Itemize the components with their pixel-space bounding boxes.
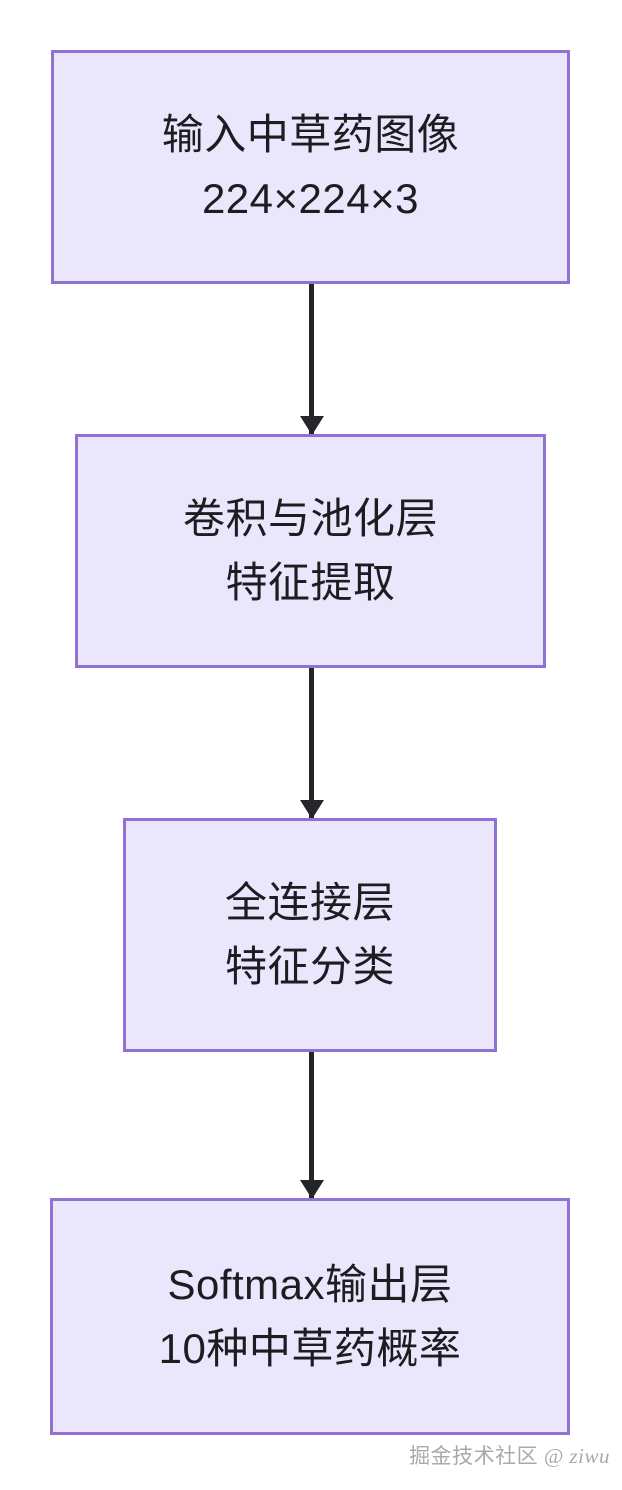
arrow-down-icon	[299, 416, 324, 435]
node-conv-pool-layer-line-1: 卷积与池化层	[182, 495, 438, 543]
edge-fc-to-softmax	[299, 1052, 324, 1199]
edge-input-to-conv	[299, 284, 324, 435]
node-conv-pool-layer[interactable]: 卷积与池化层 特征提取	[75, 434, 546, 668]
node-fully-connected-layer-line-1: 全连接层	[224, 879, 395, 927]
arrow-down-icon	[299, 1180, 324, 1199]
arrow-down-icon	[299, 800, 324, 819]
watermark-community: 掘金技术社区	[409, 1445, 539, 1468]
edge-conv-to-fc	[299, 668, 324, 819]
node-input-layer-line-1: 输入中草药图像	[161, 111, 460, 159]
node-input-layer[interactable]: 输入中草药图像 224×224×3	[51, 50, 570, 284]
node-softmax-output-layer-line-1: Softmax输出层	[167, 1260, 453, 1308]
node-input-layer-line-2: 224×224×3	[201, 175, 420, 222]
node-fully-connected-layer-line-2: 特征分类	[224, 943, 395, 990]
node-conv-pool-layer-line-2: 特征提取	[225, 559, 396, 606]
watermark-handle: @ ziwu	[543, 1444, 610, 1468]
node-fully-connected-layer[interactable]: 全连接层 特征分类	[123, 818, 497, 1052]
watermark: 掘金技术社区 @ ziwu	[409, 1440, 610, 1470]
node-softmax-output-layer[interactable]: Softmax输出层 10种中草药概率	[50, 1198, 570, 1435]
node-softmax-output-layer-line-2: 10种中草药概率	[158, 1324, 462, 1372]
